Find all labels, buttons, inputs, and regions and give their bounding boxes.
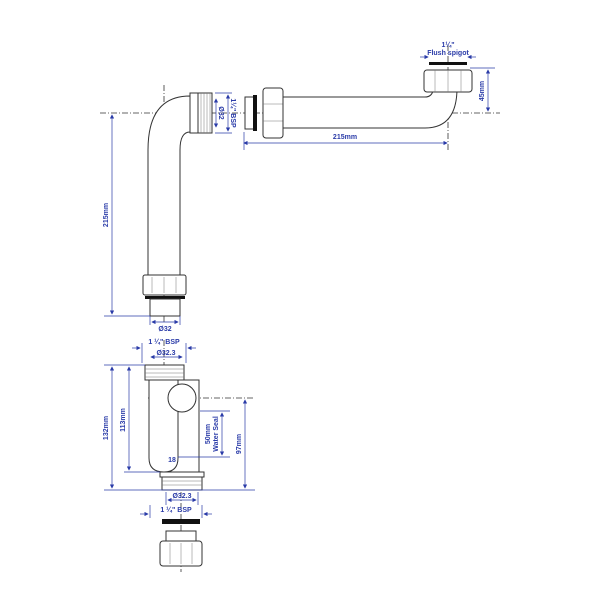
vertical-length-label: 215mm [103, 203, 110, 227]
trap-bottom-thread-label: 1 ¼" BSP [160, 506, 192, 514]
trap-bottom-bore-label: Ø32.3 [172, 493, 191, 500]
labels: 1¼" Flush spigot 45mm 215mm 1¼" BSP Ø32 … [103, 41, 486, 514]
tail-diameter-label: Ø32 [158, 326, 171, 333]
washer [253, 95, 257, 131]
arm-nut [262, 87, 284, 139]
horizontal-arm-pipe [244, 62, 473, 139]
washer [162, 519, 200, 524]
outlet-height-label: 97mm [236, 434, 243, 454]
flush-spigot-label: Flush spigot [427, 50, 469, 57]
horizontal-length-label: 215mm [333, 134, 357, 141]
flush-spigot-size-label: 1¼" [441, 41, 454, 49]
trap-top-bore-label: Ø32.3 [156, 350, 175, 357]
washer [145, 296, 185, 299]
trap-overall-height-label: 132mm [103, 416, 110, 440]
drop-height-label: 45mm [479, 81, 486, 101]
flush-spigot-bar [429, 62, 467, 65]
bottle-trap [144, 364, 205, 567]
water-seal-depth-label: 50mm [205, 424, 212, 444]
trap-top-thread-label: 1 ¼" BSP [148, 338, 180, 346]
left-elbow-pipe [142, 92, 213, 317]
elbow-thread-label: 1¼" BSP [229, 98, 237, 128]
trap-body-height-label: 113mm [120, 408, 127, 432]
gap-label: 18 [168, 457, 176, 464]
dimensions [104, 54, 495, 518]
elbow-bore-label: Ø32 [217, 106, 224, 119]
water-seal-label: Water Seal [213, 416, 220, 452]
left-nut [142, 274, 187, 296]
